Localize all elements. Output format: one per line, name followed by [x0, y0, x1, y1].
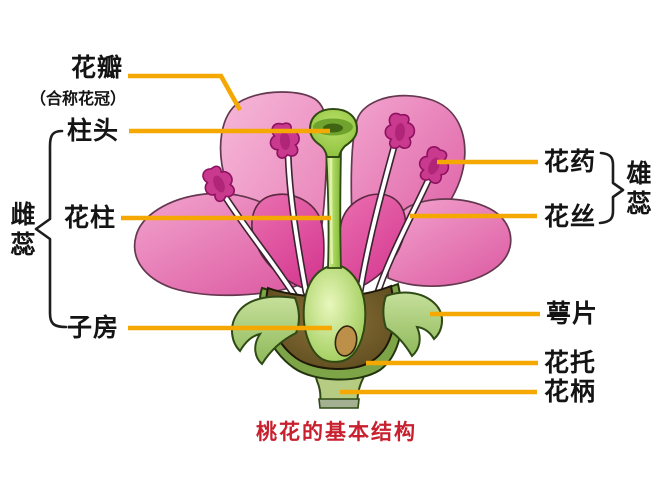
sepal-shape [382, 291, 443, 358]
label-pistil-group: 雌蕊 [7, 201, 35, 261]
style-highlight [329, 157, 334, 265]
ovary-shape [302, 265, 367, 363]
petal-leader-line [128, 73, 243, 112]
ovule-shape [334, 325, 358, 357]
label-stigma: 柱头 [67, 117, 120, 145]
pistil [302, 107, 367, 363]
label-style: 花柱 [64, 204, 117, 232]
label-sepal: 萼片 [546, 300, 599, 328]
pistil-bracket [34, 129, 68, 329]
label-anther: 花药 [544, 148, 597, 176]
label-stamen-group: 雄蕊 [623, 160, 651, 220]
diagram-title: 桃花的基本结构 [256, 421, 417, 444]
pedicel-base-shape [318, 398, 360, 409]
brackets [34, 129, 625, 329]
stamens [197, 111, 456, 302]
label-pedicel: 花柄 [544, 378, 597, 406]
label-petal: 花瓣 [71, 54, 124, 82]
filament-shape [217, 132, 436, 302]
stamen-bracket [598, 151, 625, 225]
leader-lines [121, 73, 540, 395]
label-ovary: 子房 [67, 314, 120, 342]
style-shape [325, 149, 342, 269]
label-receptacle: 花托 [544, 349, 597, 377]
sepals [231, 291, 443, 366]
label-petal-subtitle: （合称花冠） [30, 91, 127, 108]
sepal-shape [231, 295, 300, 366]
label-filament: 花丝 [544, 203, 597, 231]
petal-shape [386, 198, 512, 287]
